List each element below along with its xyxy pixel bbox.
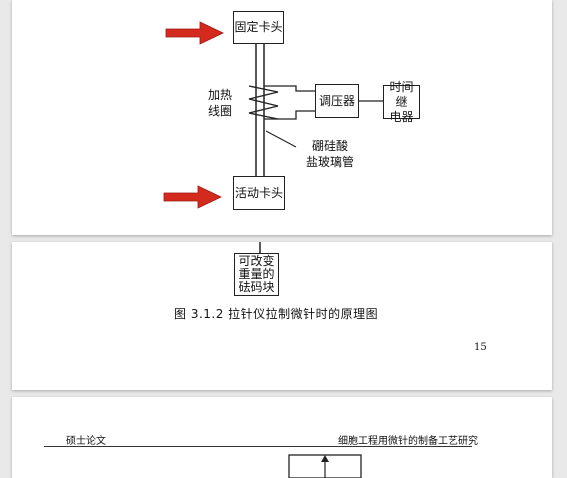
figure-caption: 图 3.1.2 拉针仪拉制微针时的原理图	[174, 307, 379, 321]
running-header-right: 细胞工程用微针的制备工艺研究	[338, 436, 478, 447]
coil-wire-top	[264, 85, 315, 92]
voltage-regulator-label: 调压器	[318, 93, 355, 108]
fixed-clamp-box: 固定卡头	[233, 11, 284, 44]
movable-clamp-label: 活动卡头	[234, 185, 283, 200]
arrow-icon	[163, 185, 222, 209]
arrow-icon	[165, 21, 224, 45]
up-arrow-icon	[321, 455, 329, 462]
fixed-clamp-label: 固定卡头	[234, 20, 283, 34]
page-number: 15	[474, 342, 487, 353]
document-page-3	[12, 397, 552, 478]
movable-clamp-box: 活动卡头	[233, 176, 285, 210]
heating-coil	[248, 85, 279, 120]
coil-wire-bottom	[264, 110, 315, 120]
weight-box: 可改变 重量的 砝码块	[234, 253, 279, 296]
document-page-2	[12, 242, 552, 390]
time-relay-box: 时间继 电器	[383, 80, 420, 124]
header-rule	[44, 446, 472, 447]
heating-coil-label: 加热 线圈	[208, 88, 233, 118]
tube-leader-line	[265, 130, 297, 148]
voltage-regulator-box: 调压器	[315, 84, 359, 118]
running-header-left: 硕士论文	[66, 436, 106, 447]
borosilicate-tube-label: 硼硅酸 盐玻璃管	[306, 139, 355, 169]
